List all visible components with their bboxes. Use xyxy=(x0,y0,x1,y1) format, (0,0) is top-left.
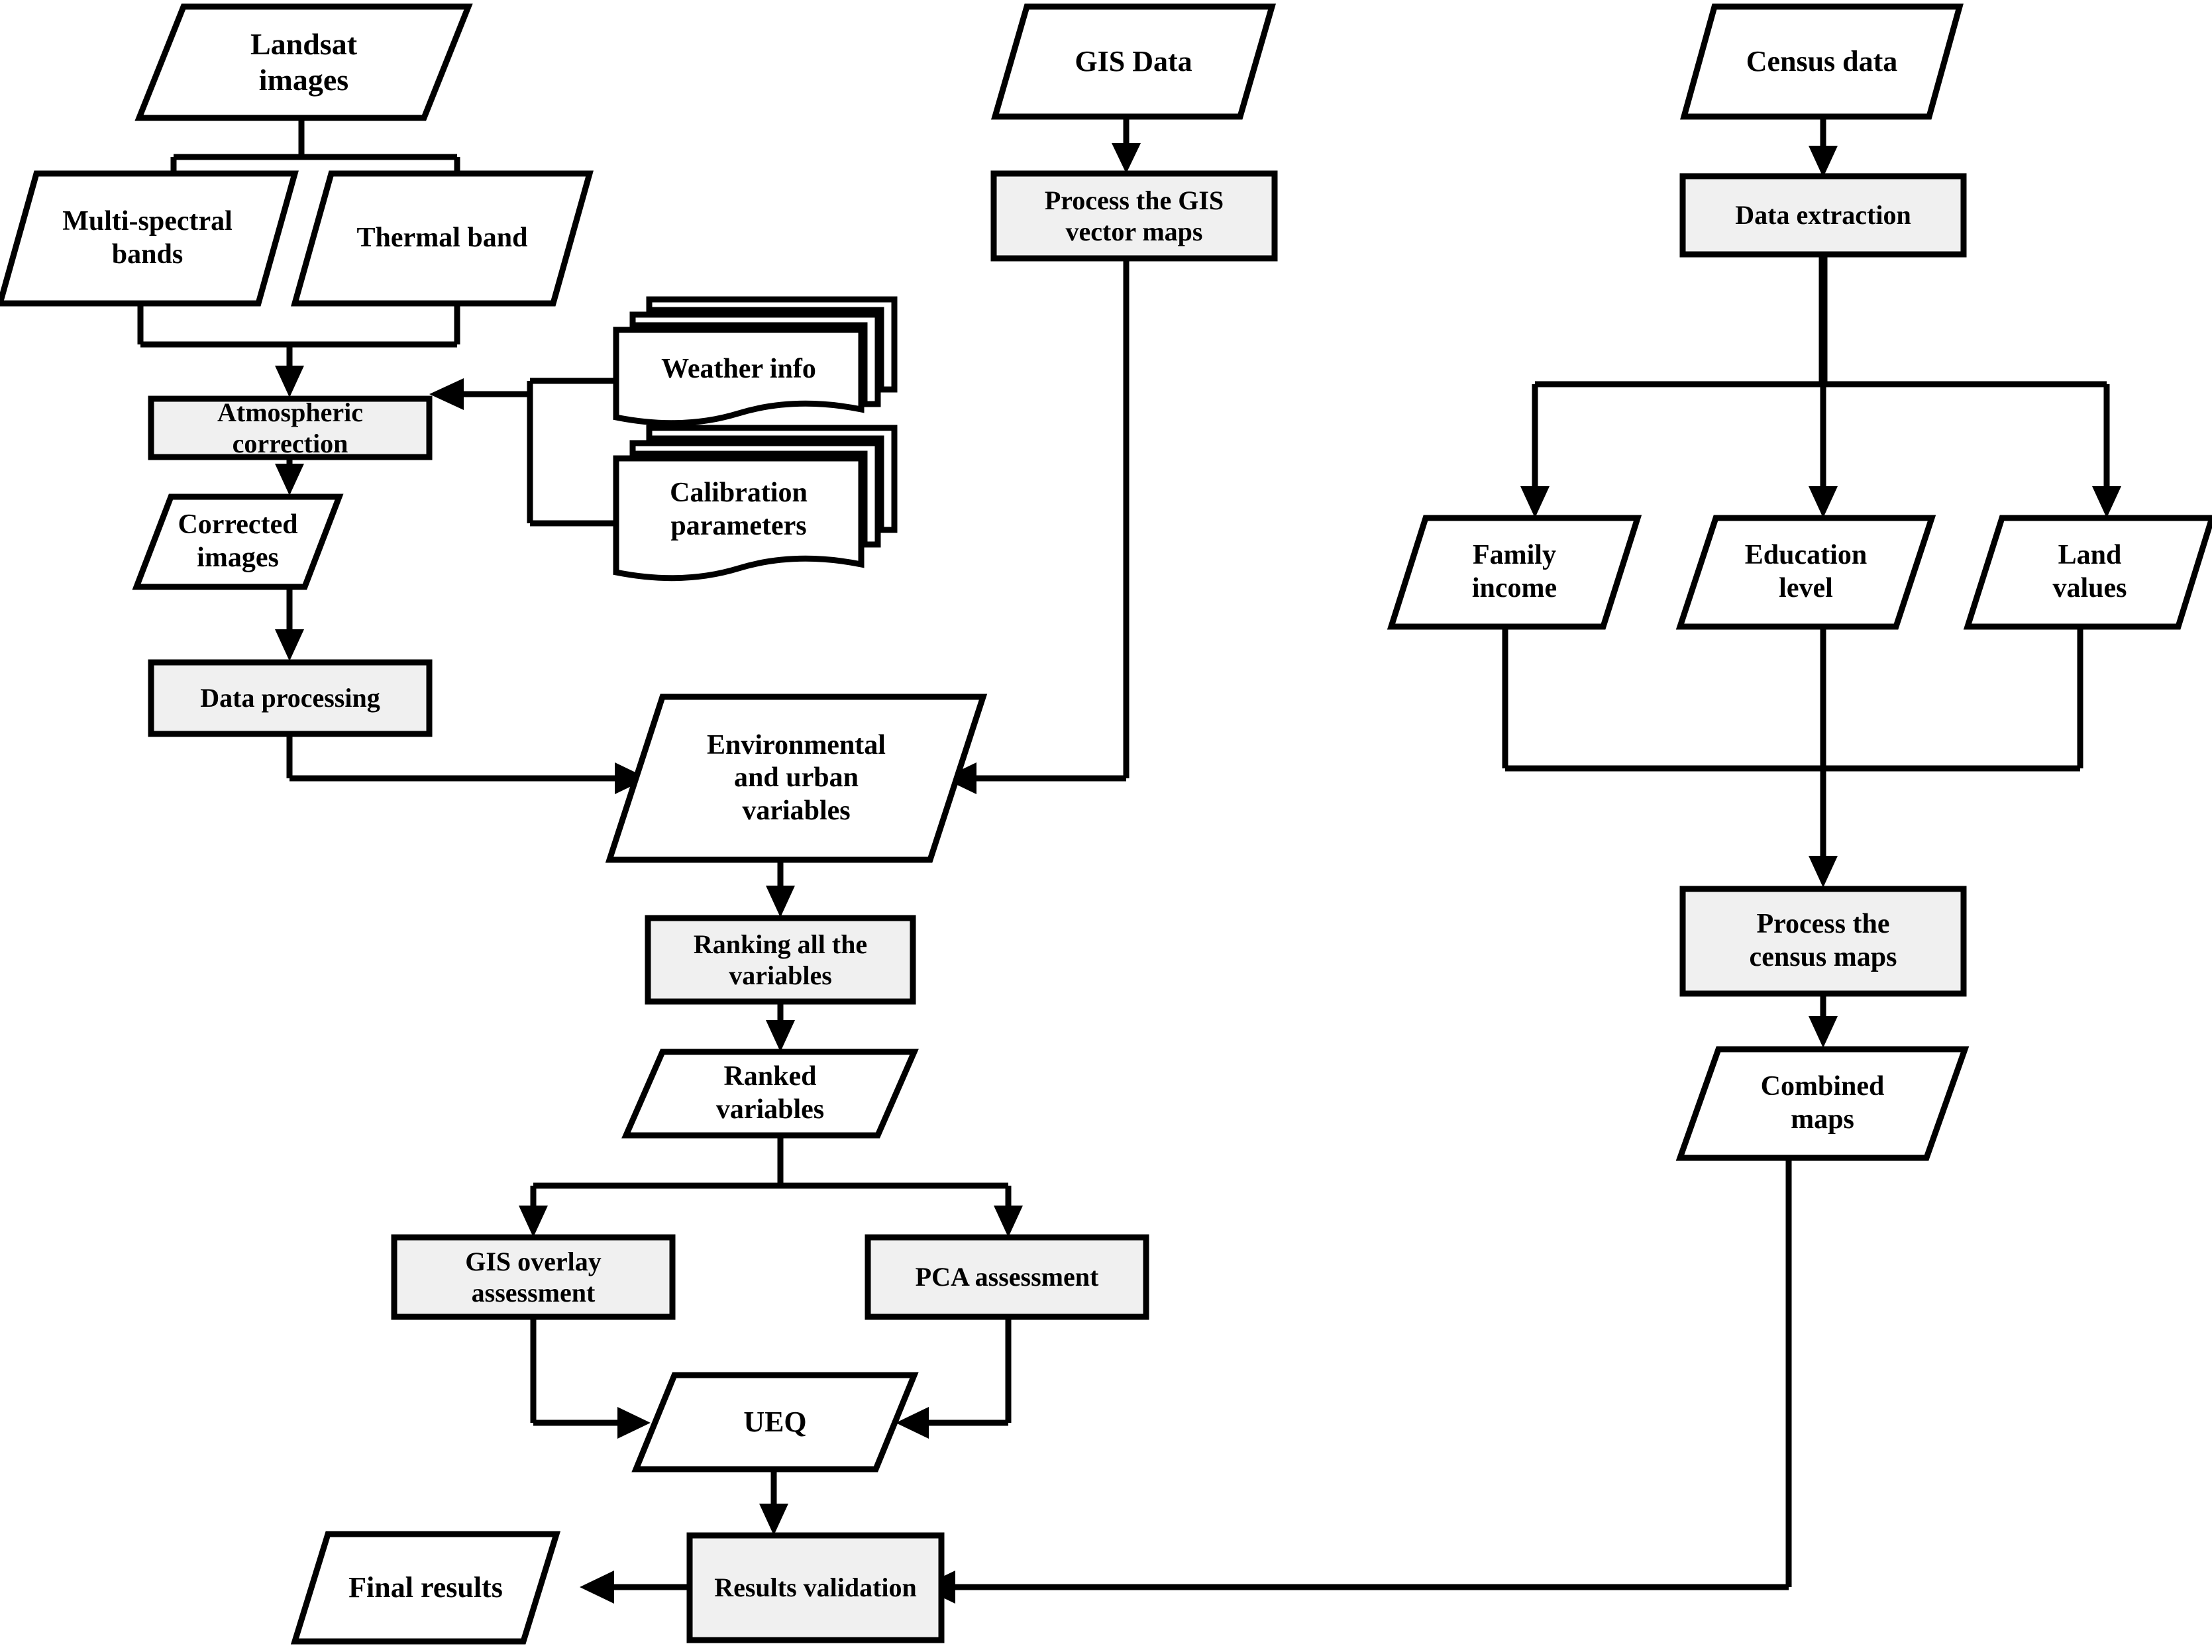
node-corrected-images[interactable] xyxy=(132,493,344,590)
arrowhead-combinedmaps xyxy=(1809,1016,1838,1048)
node-data-processing[interactable] xyxy=(148,659,433,737)
arrowhead-euv-right xyxy=(943,762,976,794)
arrowhead-educationlevel xyxy=(1809,486,1838,518)
node-data-extraction[interactable] xyxy=(1679,173,1967,258)
node-process-census-maps[interactable] xyxy=(1679,886,1967,997)
node-environmental-and-urban-variables[interactable] xyxy=(605,694,988,863)
node-calibration-parameters-sheet3 xyxy=(646,425,898,533)
arrowhead-ranking xyxy=(766,886,795,917)
arrowhead-processcensus xyxy=(1809,856,1838,888)
node-weather-info-sheet2 xyxy=(629,311,881,407)
arrowhead-atmospheric xyxy=(275,366,304,397)
node-multi-spectral-bands[interactable] xyxy=(0,170,299,307)
node-results-validation[interactable] xyxy=(686,1532,945,1643)
node-calibration-parameters[interactable] xyxy=(613,455,865,582)
node-census-data[interactable] xyxy=(1680,3,1964,120)
node-calibration-parameters-sheet2 xyxy=(629,440,881,548)
node-weather-info-sheet3 xyxy=(646,296,898,393)
node-pca-assessment[interactable] xyxy=(865,1234,1149,1320)
node-combined-maps[interactable] xyxy=(1675,1046,1970,1161)
node-final-results[interactable] xyxy=(290,1531,561,1645)
node-ueq[interactable] xyxy=(631,1372,919,1472)
arrowhead-dataextraction xyxy=(1809,146,1838,178)
node-landsat-images[interactable] xyxy=(134,3,473,121)
node-thermal-band[interactable] xyxy=(291,170,594,307)
arrowhead-gisproc xyxy=(1112,143,1141,174)
arrowhead-euv-left xyxy=(615,762,648,794)
node-ranking-all-the-variables[interactable] xyxy=(645,915,916,1005)
node-process-gis-vector-maps[interactable] xyxy=(990,170,1278,262)
arrowhead-pca xyxy=(994,1206,1023,1237)
arrowhead-familyincome xyxy=(1520,486,1550,518)
arrowhead-finalresults xyxy=(580,1571,614,1604)
edges-layer xyxy=(137,117,2121,1604)
arrowhead-validation xyxy=(759,1504,788,1535)
node-ranked-variables[interactable] xyxy=(621,1049,919,1139)
arrowhead-ueq-left xyxy=(617,1407,651,1439)
arrowhead-rankedvars xyxy=(766,1020,795,1052)
shapes-layer xyxy=(0,3,2212,1645)
arrowhead-atm-left xyxy=(429,378,464,410)
arrowhead-landvalues xyxy=(2092,486,2121,518)
arrowhead-corrected xyxy=(275,464,304,495)
node-family-income[interactable] xyxy=(1387,515,1642,630)
node-education-level[interactable] xyxy=(1675,515,1936,630)
arrowhead-gisoverlay xyxy=(519,1206,548,1237)
node-weather-info[interactable] xyxy=(613,327,865,427)
node-atmospheric-correction[interactable] xyxy=(148,395,433,460)
arrowhead-ueq-right xyxy=(896,1407,929,1439)
node-land-values[interactable] xyxy=(1963,515,2212,630)
arrowhead-dataprocessing xyxy=(275,629,304,661)
node-gis-data[interactable] xyxy=(991,3,1276,120)
node-gis-overlay-assessment[interactable] xyxy=(391,1234,676,1320)
